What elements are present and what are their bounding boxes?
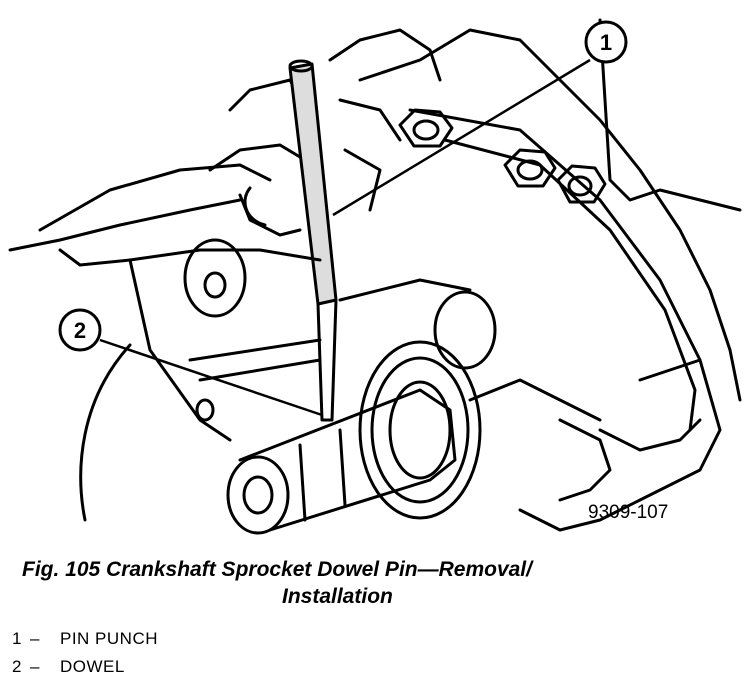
legend-item-dash: – xyxy=(30,657,40,676)
pin-punch xyxy=(288,59,338,422)
legend-item-dash: – xyxy=(30,629,40,648)
legend-item-label: DOWEL xyxy=(60,657,125,676)
oil-pump-bracket xyxy=(128,238,497,442)
crankshaft xyxy=(226,340,482,535)
engine-block-outline xyxy=(358,18,742,532)
legend-item-number: 1 xyxy=(12,629,22,648)
callout-1-number: 1 xyxy=(600,30,612,55)
caption-line-2: Installation xyxy=(282,585,393,608)
legend-item: 2– DOWEL xyxy=(12,653,158,681)
bolt-heads xyxy=(398,108,607,204)
legend-item-number: 2 xyxy=(12,657,22,676)
legend-item: 1– PIN PUNCH xyxy=(12,625,158,653)
callout-legend: 1– PIN PUNCH 2– DOWEL xyxy=(12,625,158,681)
callout-1: 1 xyxy=(332,20,628,217)
hand xyxy=(8,28,442,267)
callout-2: 2 xyxy=(58,308,323,417)
figure-caption: Fig. 105 Crankshaft Sprocket Dowel Pin—R… xyxy=(0,556,752,610)
legend-item-label: PIN PUNCH xyxy=(60,629,159,648)
callout-2-number: 2 xyxy=(74,318,86,343)
caption-line-1: Fig. 105 Crankshaft Sprocket Dowel Pin—R… xyxy=(22,558,532,581)
crankshaft-pulley xyxy=(79,343,132,522)
technical-illustration: 1 2 9309-107 xyxy=(8,18,742,535)
figure-id-label: 9309-107 xyxy=(588,502,668,523)
